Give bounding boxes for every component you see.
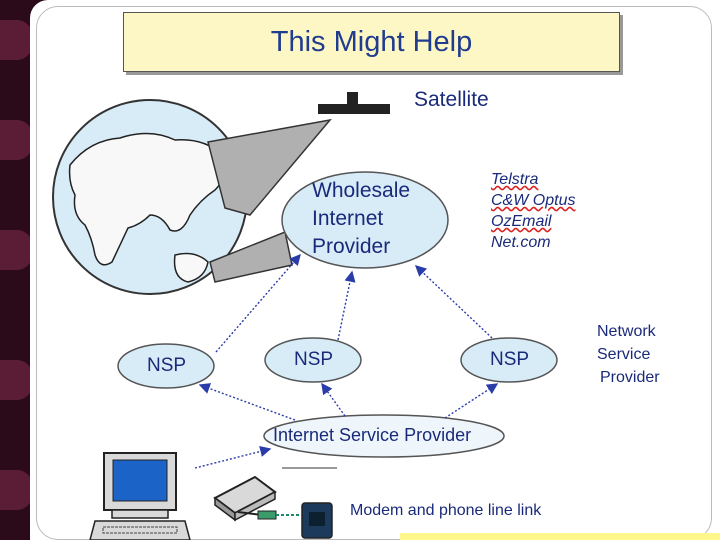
nsp-center-node [264, 337, 362, 383]
nsp-right-node [460, 337, 558, 383]
nsp-center-label: NSP [294, 349, 334, 370]
arrow-isp-to-nsp-left [198, 383, 296, 421]
wholesale-provider-node [281, 171, 449, 269]
provider-list: Telstra C&W Optus OzEmail Net.com [491, 169, 575, 253]
satellite-beam [207, 118, 332, 283]
arrow-nsp-center-to-wholesale [337, 270, 356, 341]
phone-jack-icon [301, 502, 333, 539]
arrow-nsp-left-to-wholesale [215, 253, 301, 353]
wholesale-line3: Provider [312, 235, 391, 258]
arrows [194, 253, 499, 469]
nsp-right-label: NSP [490, 349, 530, 370]
decorative-swoosh [0, 470, 34, 510]
wholesale-line1: Wholesale [312, 179, 411, 202]
nsp-left-label: NSP [147, 355, 187, 376]
provider-item: C&W Optus [491, 192, 576, 209]
provider-item: Telstra [491, 171, 539, 188]
globe-icon [52, 99, 248, 295]
wholesale-label: Wholesale Internet Provider [312, 177, 410, 261]
nsp-desc-line2: Service [597, 346, 651, 363]
isp-node [263, 414, 505, 458]
nsp-left-node [117, 343, 215, 389]
satellite-icon [318, 92, 390, 114]
satellite-label: Satellite [414, 88, 489, 111]
provider-item: OzEmail [491, 213, 552, 230]
decorative-swoosh [0, 230, 34, 270]
title-box: This Might Help [123, 12, 620, 72]
modem-label: Modem and phone line link [350, 502, 542, 519]
modem-icon [213, 475, 300, 522]
isp-label: Internet Service Provider [273, 425, 472, 445]
decorative-swoosh [0, 360, 34, 400]
background-strip [0, 0, 34, 540]
arrow-isp-to-nsp-right [444, 383, 499, 419]
wholesale-line2: Internet [312, 207, 384, 230]
decorative-swoosh [0, 20, 34, 60]
network-service-provider-label: Network Service Provider [597, 320, 660, 389]
decorative-swoosh [0, 120, 34, 160]
provider-item: Net.com [491, 234, 551, 251]
bottom-accent-bar [400, 533, 720, 540]
arrow-computer-to-isp [194, 445, 272, 469]
page-title: This Might Help [270, 25, 473, 58]
arrow-isp-to-nsp-center [321, 382, 346, 417]
nsp-desc-line1: Network [597, 323, 656, 340]
computer-icon [89, 452, 191, 540]
arrow-nsp-right-to-wholesale [414, 265, 493, 339]
nsp-desc-line3: Provider [600, 369, 660, 386]
